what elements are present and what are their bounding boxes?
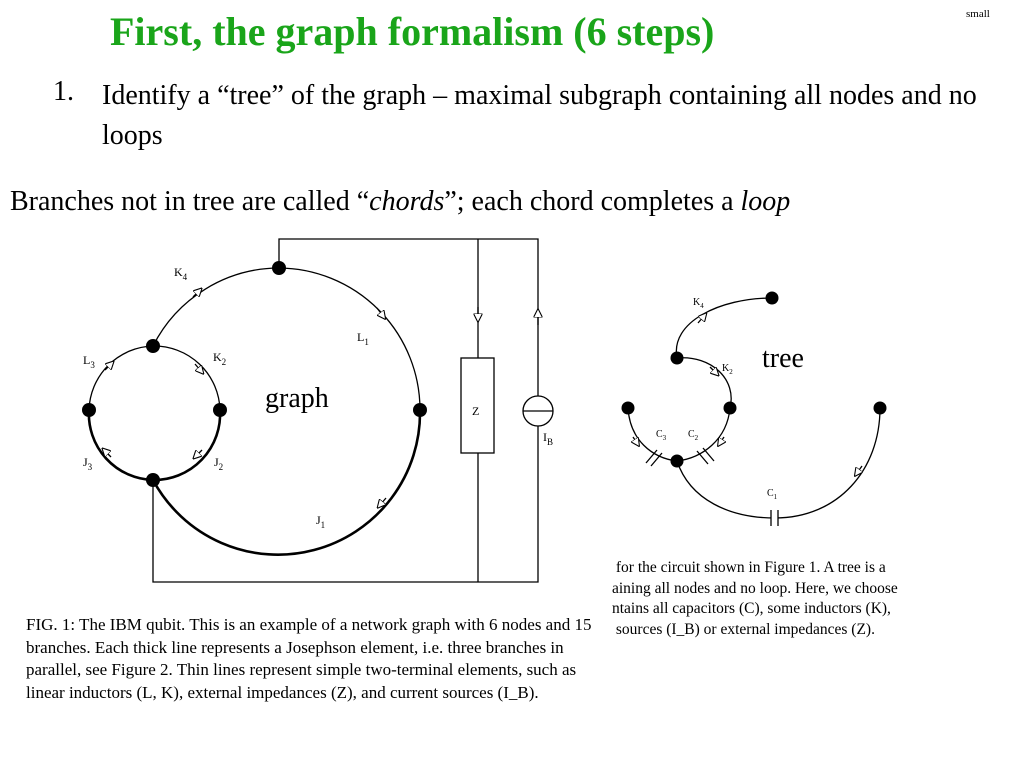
branch-k2	[152, 345, 221, 411]
caption-right-line: for the circuit shown in Figure 1. A tre…	[612, 559, 886, 576]
tree-arrow-k2	[709, 366, 716, 373]
figure-caption-left: FIG. 1: The IBM qubit. This is an exampl…	[26, 615, 592, 702]
label-j2: J2	[214, 455, 223, 472]
caption-right-line: ntains all capacitors (C), some inductor…	[612, 600, 891, 617]
branch-k4	[152, 267, 280, 347]
graph-node	[82, 403, 96, 417]
arrow-j2	[196, 449, 203, 456]
tree-label-c2: C2	[688, 429, 699, 442]
label-j1: J1	[316, 513, 325, 530]
graph-label: graph	[265, 383, 329, 414]
tree-node	[621, 401, 635, 415]
capacitor-c1	[770, 510, 779, 526]
tree-label-k2: K2	[722, 363, 733, 376]
label-k2: K2	[213, 350, 226, 367]
branch-l3	[88, 345, 154, 411]
tree-branch-c3	[627, 407, 678, 462]
tree-arrow-c3	[633, 436, 637, 443]
branch-j2	[152, 409, 222, 482]
caption-right-line: aining all nodes and no loop. Here, we c…	[612, 579, 898, 597]
step-text: Identify a “tree” of the graph – maximal…	[102, 80, 977, 151]
tree-label-c3: C3	[656, 429, 667, 442]
label-k4: K4	[174, 265, 188, 282]
label-l1: L1	[357, 330, 369, 347]
tree-label-k4: K4	[693, 297, 704, 310]
tree-label: tree	[762, 343, 804, 374]
tree-arrow-k4	[697, 316, 704, 324]
arrow-k4	[192, 291, 199, 298]
tree-node	[873, 401, 887, 415]
label-l3: L3	[83, 353, 95, 370]
chords-term: chords	[369, 186, 445, 217]
impedance-z	[460, 357, 495, 454]
caption-right-line: sources (I_B) or external impedances (Z)…	[612, 620, 875, 638]
arrow-k2	[194, 363, 201, 371]
tree-node	[723, 401, 737, 415]
graph-node	[146, 473, 160, 487]
label-j3: J3	[83, 455, 93, 472]
label-z: Z	[472, 404, 479, 418]
tree-arrow-c2	[720, 436, 724, 443]
branch-j1	[151, 409, 422, 556]
chords-middle: ”; each chord completes a	[444, 186, 741, 217]
arrow-l1	[376, 307, 383, 316]
tree-arrow-c1	[857, 465, 862, 473]
tree-label-c1: C1	[767, 488, 778, 501]
step-number: 1.	[53, 76, 74, 107]
label-ib: IB	[543, 430, 553, 447]
bottom-wire	[152, 424, 539, 583]
arrow-j3	[105, 451, 112, 458]
graph-node	[413, 403, 427, 417]
capacitor-c3	[645, 449, 663, 467]
tree-branch-k4	[675, 297, 773, 359]
arrow-l3	[104, 364, 111, 371]
chords-before: Branches not in tree are called “	[10, 186, 370, 217]
tree-node	[670, 351, 684, 365]
tree-node	[765, 291, 779, 305]
figure-caption-right: for the circuit shown in Figure 1. A tre…	[612, 558, 1024, 648]
graph-figure: K4 L1 L3 K2 J3 J2 J1 Z IB	[82, 238, 554, 583]
tree-figure: K4 K2 C3 C2 C1	[621, 291, 887, 526]
graph-node	[272, 261, 286, 275]
graph-node	[146, 339, 160, 353]
slide-title: First, the graph formalism (6 steps)	[110, 9, 715, 54]
loop-term: loop	[740, 186, 791, 217]
corner-note: small	[966, 8, 990, 20]
arrow-j1	[380, 497, 387, 505]
top-wire	[278, 238, 539, 398]
tree-node	[670, 454, 684, 468]
branch-j3	[87, 409, 154, 482]
capacitor-c2	[696, 447, 715, 465]
tree-branch-c2	[676, 407, 731, 462]
graph-node	[213, 403, 227, 417]
chords-sentence: Branches not in tree are called “chords”…	[10, 186, 790, 218]
